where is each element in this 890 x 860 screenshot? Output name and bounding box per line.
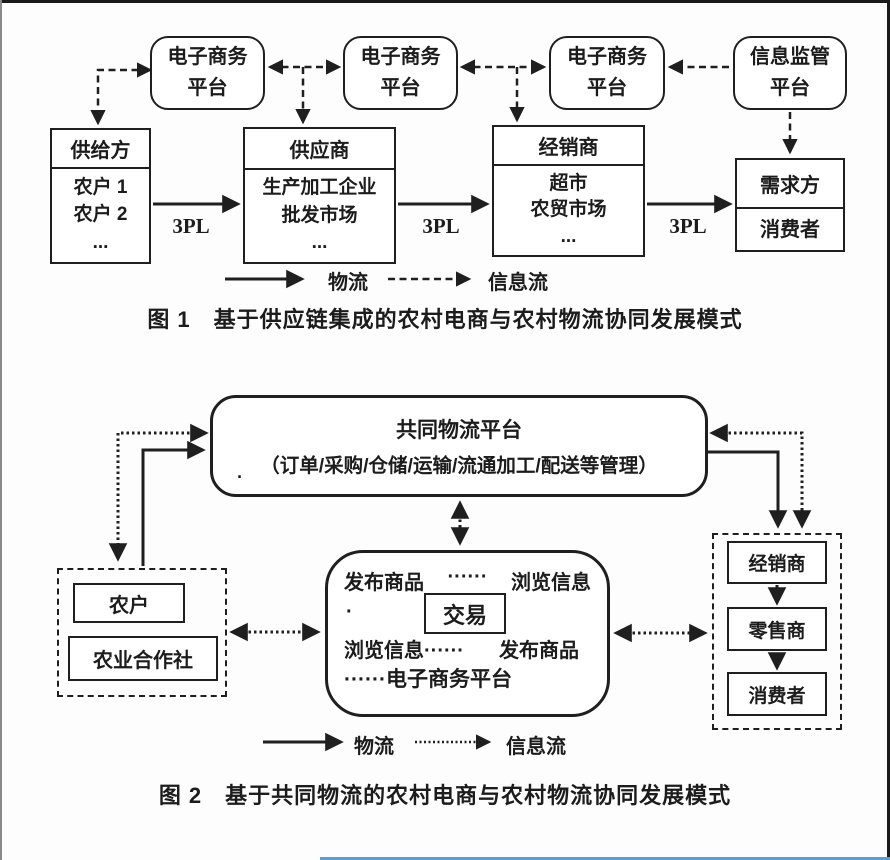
distributor-box: 经销商 bbox=[727, 541, 827, 584]
distributor-label: 经销商 bbox=[748, 554, 806, 575]
platform-title: 共同物流平台 bbox=[396, 419, 522, 442]
legend2-dotted-label: 信息流 bbox=[506, 736, 566, 758]
list-item: ... bbox=[560, 225, 577, 247]
platform-label-line2: 平台 bbox=[770, 77, 810, 99]
farmer-label: 农户 bbox=[109, 594, 149, 617]
list-item: 农贸市场 bbox=[530, 199, 607, 221]
arrow-platform-farmers-dotted bbox=[108, 423, 209, 562]
row1-left: 发布商品 bbox=[344, 572, 424, 594]
fig1-supply-side-box: 供给方 农户 1 农户 2 ... bbox=[50, 128, 151, 264]
list-item: 农户 2 bbox=[73, 204, 128, 226]
figure1-caption: 图 1 基于供应链集成的农村电商与农村物流协同发展模式 bbox=[147, 307, 743, 332]
fig1-distributor-box: 经销商 超市 农贸市场 ... bbox=[492, 125, 645, 257]
list-item: ... bbox=[92, 231, 109, 253]
platform-label-line2: 平台 bbox=[587, 77, 627, 99]
retailer-box: 零售商 bbox=[727, 607, 827, 651]
platform-label-line2: 平台 bbox=[380, 77, 421, 99]
page-border-top bbox=[0, 0, 890, 3]
edge-label-3pl-2: 3PL bbox=[422, 214, 460, 238]
row1-right: 浏览信息 bbox=[511, 572, 591, 594]
arrow-farmers-to-platform-solid bbox=[141, 440, 206, 566]
list-item: 超市 bbox=[549, 172, 588, 194]
fig2-distribution-group: 经销商 零售商 消费者 bbox=[712, 533, 842, 730]
distributor-header: 经销商 bbox=[494, 127, 643, 166]
farmer-box: 农户 bbox=[73, 583, 185, 623]
page-border-right bbox=[887, 0, 890, 860]
platform-label-line1: 电子商务 bbox=[167, 46, 248, 68]
list-item: 批发市场 bbox=[281, 204, 358, 226]
stray-dot: · bbox=[237, 467, 243, 487]
transaction-label: 交易 bbox=[442, 602, 487, 628]
list-item: 消费者 bbox=[760, 218, 820, 241]
legend2-solid-label: 物流 bbox=[354, 736, 394, 758]
bottom-highlight-line bbox=[320, 857, 890, 860]
consumer-label: 消费者 bbox=[748, 685, 806, 707]
arrow-supplyside-ecom1-dashed bbox=[90, 62, 153, 126]
fig1-ecommerce-platform-box-3: 电子商务 平台 bbox=[549, 36, 665, 110]
edge-label-3pl-3: 3PL bbox=[669, 214, 707, 238]
list-item: ... bbox=[311, 231, 328, 253]
agri-cooperative-label: 农业合作社 bbox=[93, 650, 193, 672]
row2-right: 发布商品 bbox=[499, 640, 579, 662]
list-item: 农户 1 bbox=[73, 176, 128, 198]
list-item: 生产加工企业 bbox=[262, 177, 377, 199]
fig1-supplier-box: 供应商 生产加工企业 批发市场 ... bbox=[243, 127, 396, 264]
row2-left: 浏览信息······ bbox=[344, 640, 464, 662]
platform-label-line1: 电子商务 bbox=[567, 46, 647, 68]
platform-label-line1: 信息监管 bbox=[750, 46, 830, 68]
ecommerce-row2: 浏览信息······ 发布商品 bbox=[344, 634, 591, 663]
arrow-platform-distributors-dotted bbox=[709, 423, 812, 529]
page-border-left bbox=[0, 0, 2, 860]
figure2-caption: 图 2 基于共同物流的农村电商与农村物流协同发展模式 bbox=[158, 783, 732, 808]
distributor-items: 超市 农贸市场 ... bbox=[494, 166, 643, 255]
supply-side-header: 供给方 bbox=[52, 130, 149, 169]
fig1-ecommerce-platform-box-1: 电子商务 平台 bbox=[150, 36, 265, 110]
fig2-farmers-group: 农户 农业合作社 bbox=[57, 568, 227, 697]
platform-label-line2: 平台 bbox=[187, 77, 228, 99]
platform-subtitle: （订单/采购/仓储/运输/流通加工/配送等管理） bbox=[260, 455, 658, 477]
consumer-box: 消费者 bbox=[727, 672, 827, 716]
legend1-dashed-label: 信息流 bbox=[488, 272, 548, 294]
retailer-label: 零售商 bbox=[748, 620, 806, 642]
demand-side-header: 需求方 bbox=[737, 160, 843, 209]
fig1-demand-side-box: 需求方 消费者 bbox=[735, 158, 845, 252]
ecommerce-row3: ······电子商务平台 bbox=[344, 668, 512, 691]
stray-dot: · bbox=[346, 601, 353, 623]
agri-cooperative-box: 农业合作社 bbox=[68, 636, 218, 681]
row1-dots: ······ bbox=[447, 566, 488, 588]
arrow-platform-to-distributor-solid bbox=[708, 450, 788, 529]
fig2-ecommerce-platform-box: 发布商品 ······ 浏览信息 · 交易 浏览信息······ 发布商品 ··… bbox=[325, 550, 610, 717]
demand-side-items: 消费者 bbox=[737, 209, 843, 250]
supply-side-items: 农户 1 农户 2 ... bbox=[52, 169, 149, 262]
ecommerce-row1: 发布商品 ······ 浏览信息 bbox=[344, 566, 591, 595]
fig1-ecommerce-platform-box-2: 电子商务 平台 bbox=[343, 36, 458, 110]
platform-label-line1: 电子商务 bbox=[360, 46, 441, 68]
transaction-box: 交易 bbox=[424, 593, 506, 634]
supplier-items: 生产加工企业 批发市场 ... bbox=[245, 170, 394, 262]
fig1-info-supervision-platform-box: 信息监管 平台 bbox=[733, 36, 847, 110]
supplier-header: 供应商 bbox=[245, 129, 394, 170]
fig2-common-logistics-platform-box: 共同物流平台 （订单/采购/仓储/运输/流通加工/配送等管理） · bbox=[210, 395, 708, 497]
edge-label-3pl-1: 3PL bbox=[172, 214, 210, 238]
legend1-solid-label: 物流 bbox=[328, 272, 368, 294]
